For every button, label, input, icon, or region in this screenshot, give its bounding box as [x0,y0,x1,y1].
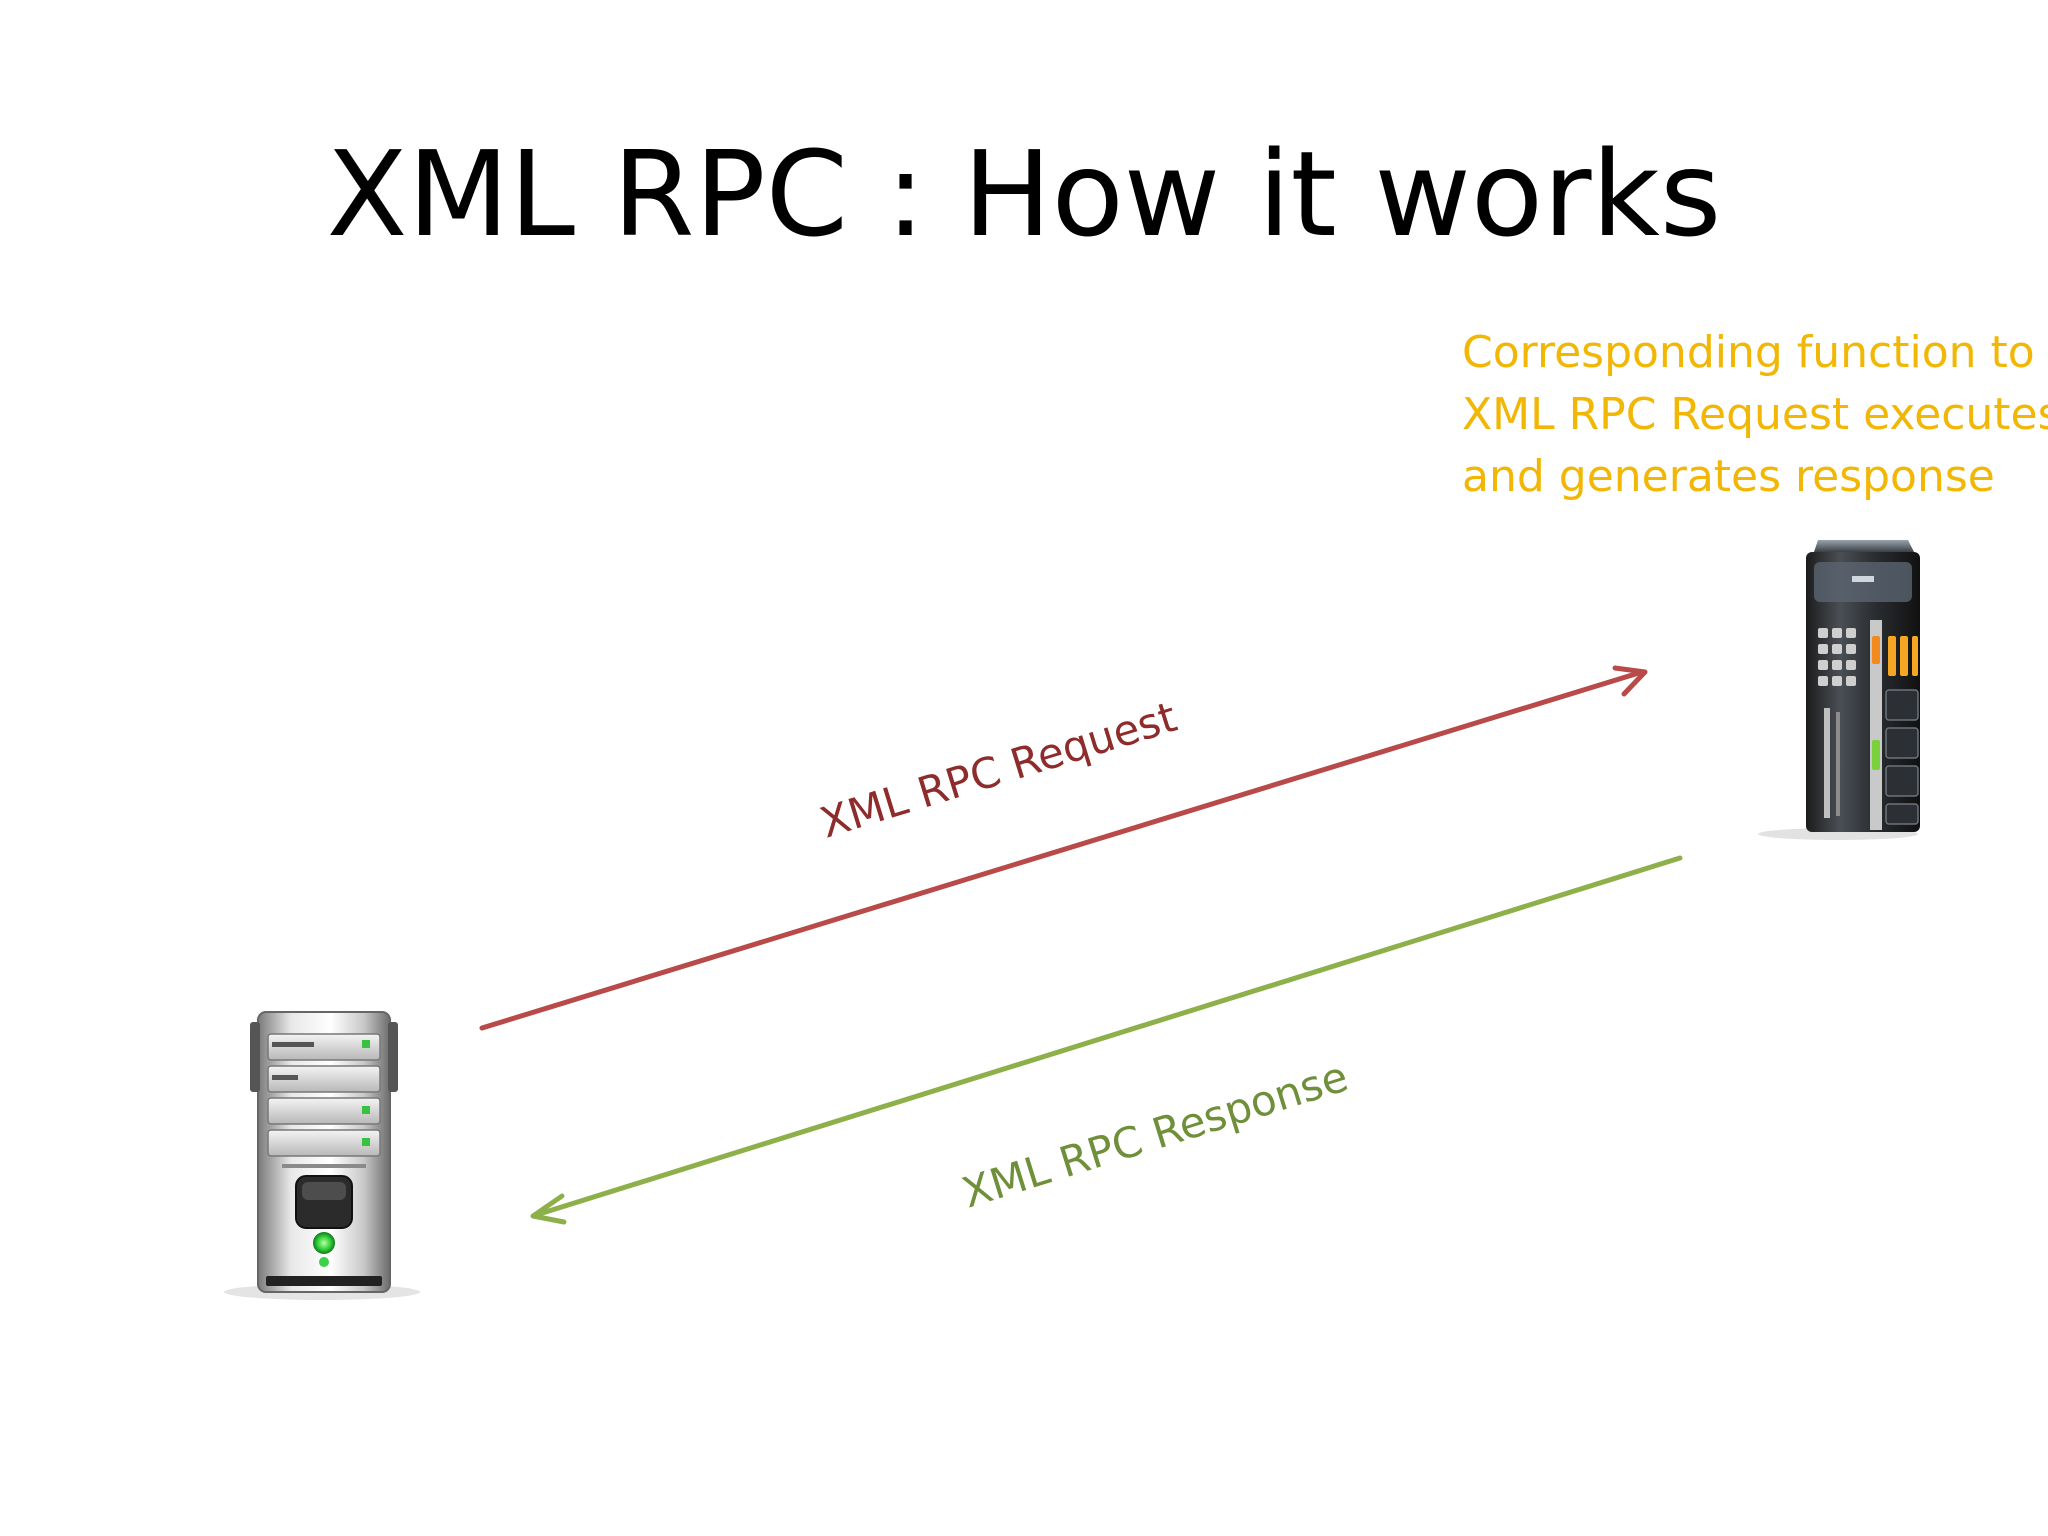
server-note-line-3: and generates response [1462,451,1995,502]
response-arrow-label: XML RPC Response [956,1052,1353,1218]
client-server-tower-icon [224,1011,420,1300]
server-note-line-1: Corresponding function to [1462,327,2035,378]
server-note: Corresponding function to XML RPC Reques… [1462,322,2048,508]
response-arrow [530,855,1683,1225]
request-arrow-label: XML RPC Request [815,692,1183,848]
request-arrow [479,665,1648,1031]
server-rack-icon [1758,540,1920,840]
slide-title: XML RPC : How it works [326,125,1722,263]
server-note-line-2: XML RPC Request executes [1462,389,2048,440]
